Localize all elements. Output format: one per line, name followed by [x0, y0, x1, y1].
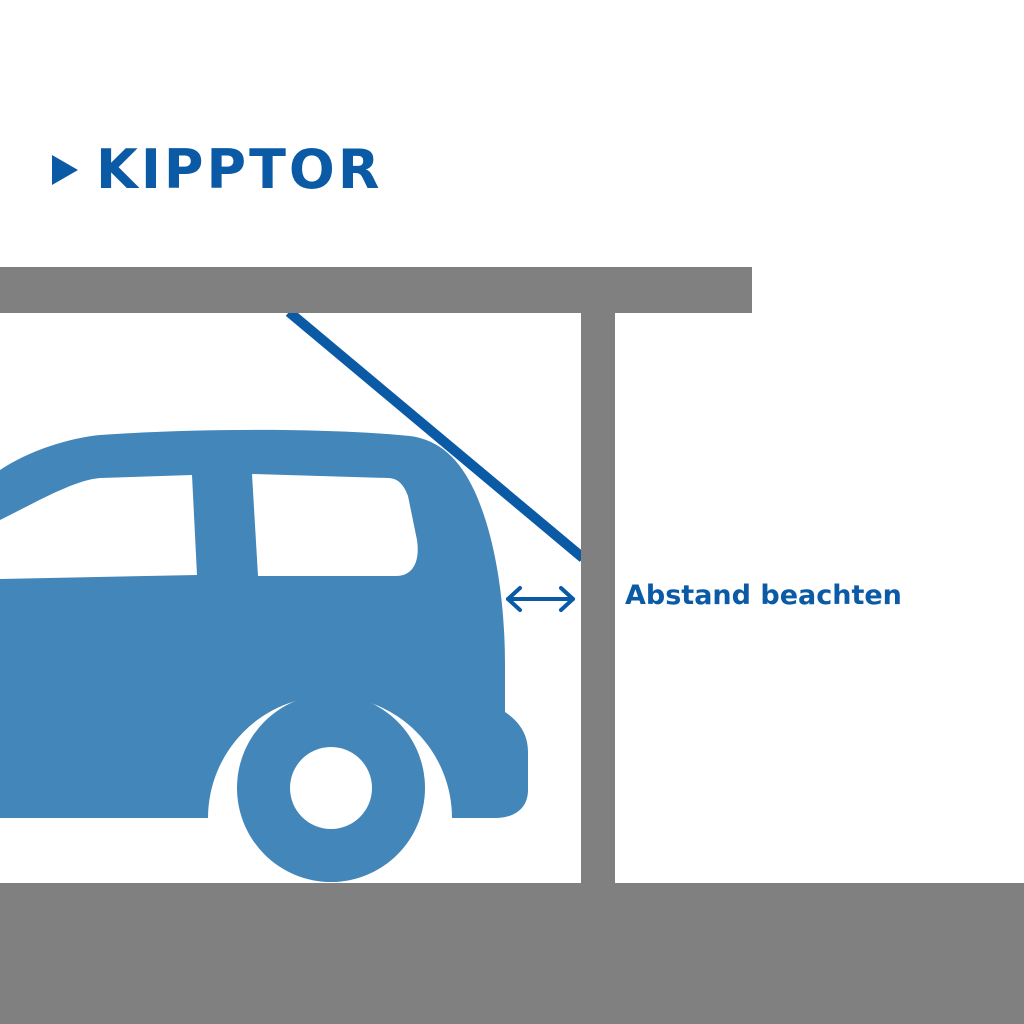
garage-pillar [581, 313, 615, 888]
page-title: KIPPTOR [96, 138, 383, 201]
car-icon [0, 429, 528, 882]
double-arrow-icon [506, 586, 575, 612]
garage-floor [0, 883, 1024, 1024]
title-block: KIPPTOR [52, 140, 382, 200]
distance-annotation: Abstand beachten [625, 580, 902, 611]
garage-ceiling [0, 267, 752, 313]
tilt-door [285, 308, 587, 562]
car-wheel-hub [290, 747, 372, 829]
car-window-rear [252, 474, 418, 576]
play-triangle-icon [52, 155, 78, 185]
car-window-front [0, 475, 197, 579]
